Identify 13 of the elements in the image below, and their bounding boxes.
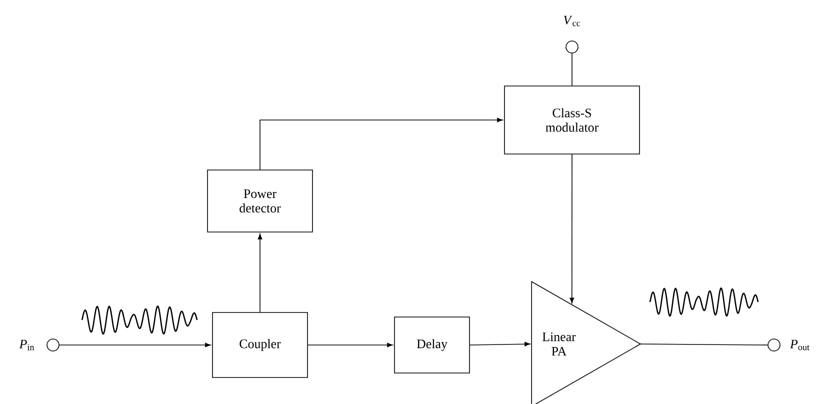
arrow xyxy=(59,342,211,348)
arrow xyxy=(570,154,574,304)
arrow xyxy=(260,118,503,170)
block-box: Delay xyxy=(394,316,470,374)
arrow xyxy=(258,234,262,312)
block-box: Coupler xyxy=(212,312,308,378)
node-label: V$_{cc}$ xyxy=(564,16,580,26)
node-label: P$_{in}$ xyxy=(19,340,34,350)
block-box: Power detector xyxy=(207,170,313,232)
arrow xyxy=(470,342,530,346)
block-box: Class-S modulator xyxy=(504,86,640,154)
arrow xyxy=(308,342,393,348)
node-label: P$_{out}$ xyxy=(790,340,810,350)
